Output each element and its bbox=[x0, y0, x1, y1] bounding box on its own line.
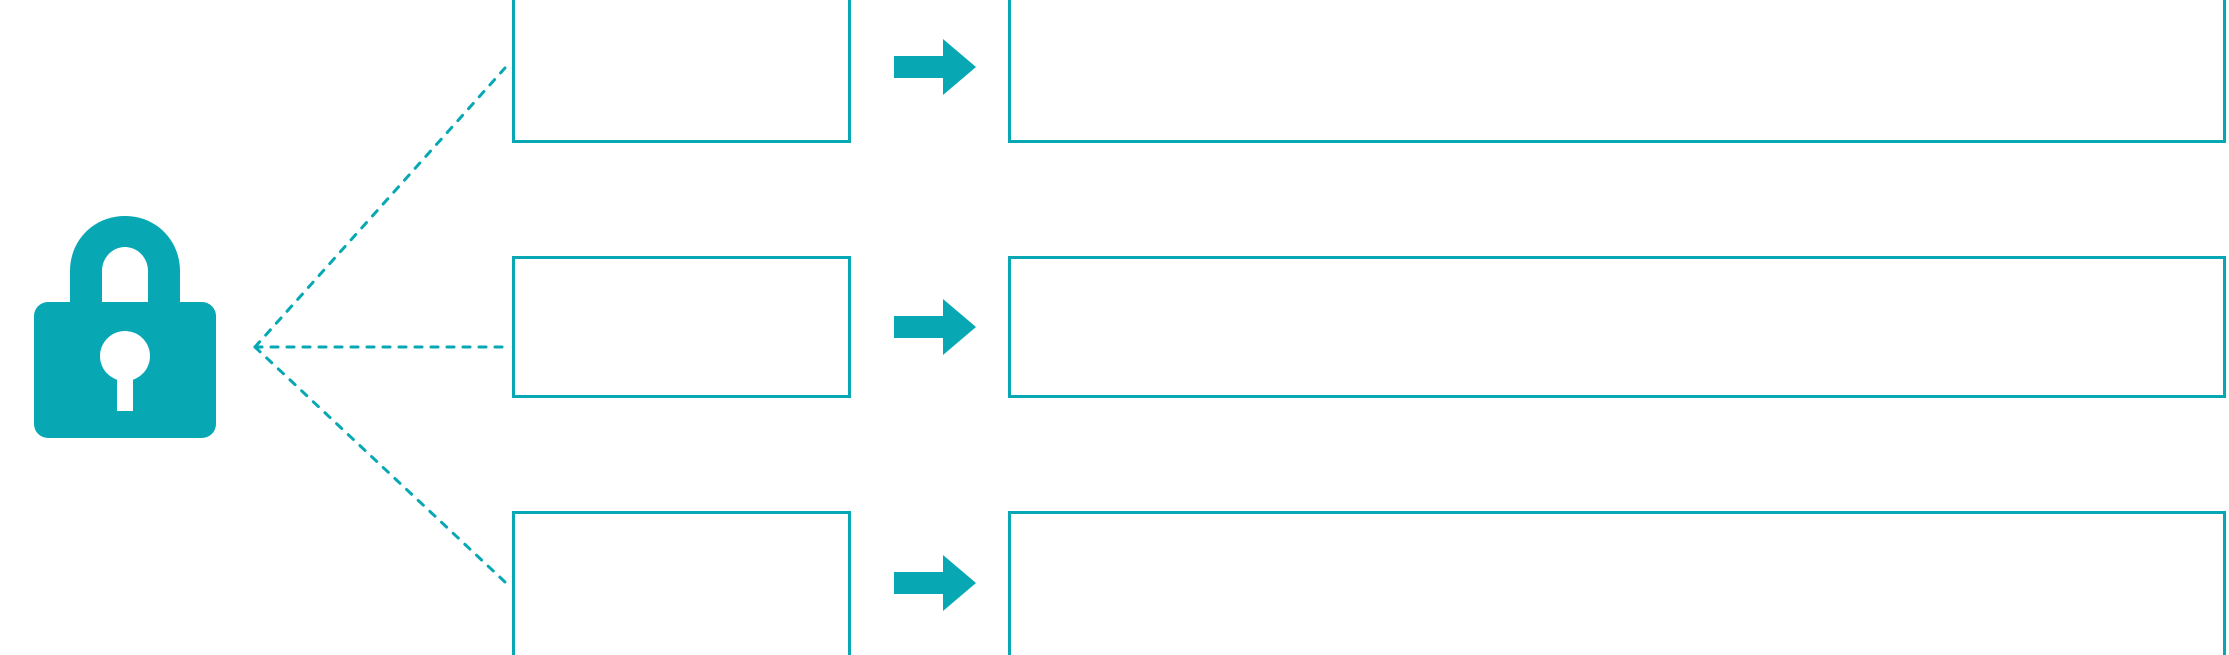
right-box-row-3[interactable] bbox=[1008, 511, 2226, 655]
connector-line-top bbox=[253, 66, 507, 349]
left-box-row-1-label bbox=[515, 0, 848, 12]
left-box-row-3[interactable] bbox=[512, 511, 851, 655]
arrow-right-icon-row-2 bbox=[894, 298, 976, 356]
connector-line-bottom bbox=[253, 345, 507, 584]
left-box-row-1[interactable] bbox=[512, 0, 851, 143]
left-box-row-3-label bbox=[515, 514, 848, 534]
right-box-row-1-label bbox=[1011, 0, 2223, 12]
left-box-row-2-label bbox=[515, 259, 848, 279]
right-box-row-2-label bbox=[1011, 259, 2223, 279]
arrow-right-icon-row-3 bbox=[894, 554, 976, 612]
arrow-right-icon-row-1 bbox=[894, 38, 976, 96]
left-box-row-2[interactable] bbox=[512, 256, 851, 398]
right-box-row-2[interactable] bbox=[1008, 256, 2226, 398]
right-box-row-1[interactable] bbox=[1008, 0, 2226, 143]
right-box-row-3-label bbox=[1011, 514, 2223, 534]
lock-icon bbox=[34, 216, 216, 438]
